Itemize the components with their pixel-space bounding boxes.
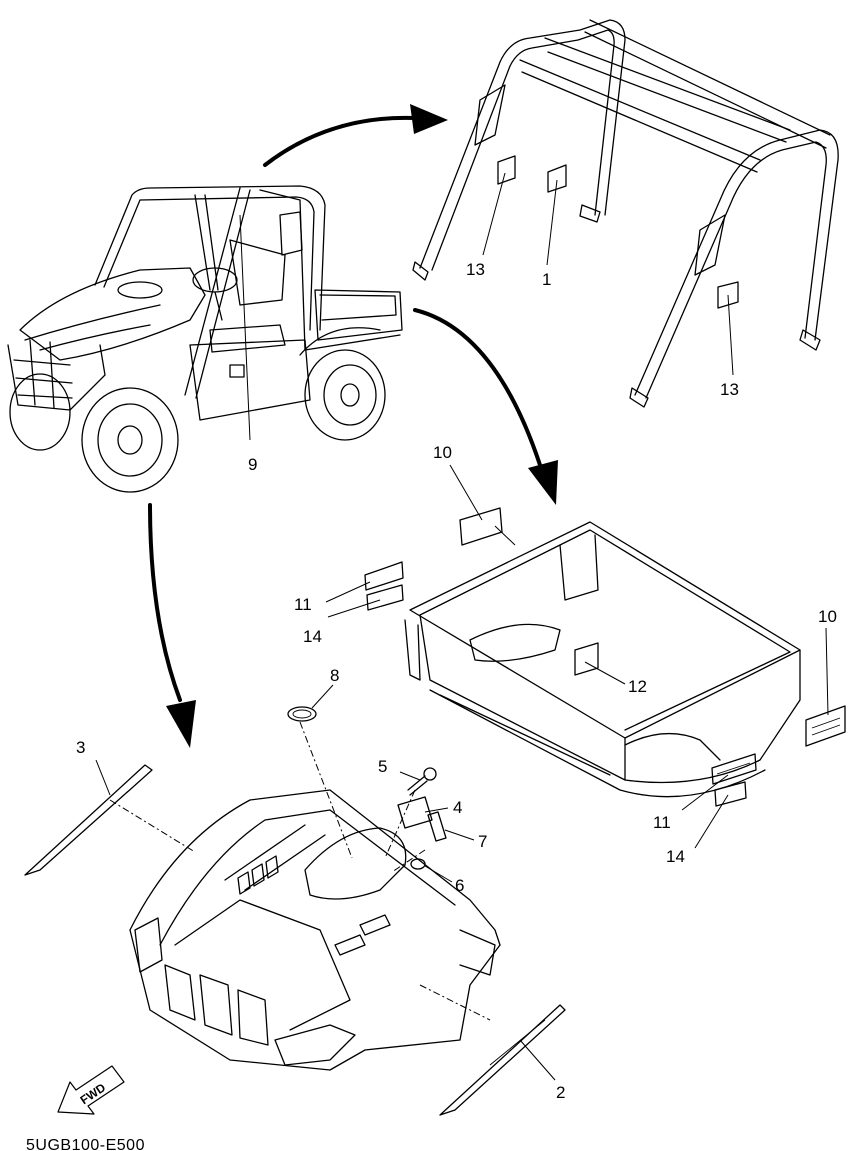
callout-label: 2 [556, 1083, 565, 1102]
callouts: 1 2 3 4 5 6 7 8 9 10 10 11 11 12 13 13 1… [76, 260, 837, 1102]
curved-arrow-icon [148, 503, 182, 702]
roll-cage-detail [412, 19, 839, 408]
curved-arrow-icon [263, 115, 417, 167]
callout-label: 13 [466, 260, 485, 279]
loose-parts [24, 706, 566, 1116]
drawing-code: 5UGB100-E500 [26, 1137, 145, 1151]
callout-label: 10 [818, 607, 837, 626]
flow-arrows [148, 104, 558, 748]
callout-label: 13 [720, 380, 739, 399]
curved-arrow-icon [413, 308, 542, 467]
callout-label: 8 [330, 666, 339, 685]
callout-label: 10 [433, 443, 452, 462]
alignment-lines [109, 721, 491, 1021]
fwd-arrow-icon: FWD [57, 1065, 125, 1115]
callout-label: 11 [294, 595, 312, 614]
callout-label: 3 [76, 738, 85, 757]
callout-label: 12 [628, 677, 647, 696]
callout-label: 11 [653, 813, 671, 832]
cargo-bed-detail [364, 507, 846, 807]
leader-lines [95, 172, 829, 1081]
callout-label: 5 [378, 757, 387, 776]
front-cowl-detail [129, 789, 501, 1071]
callout-label: 4 [453, 798, 462, 817]
callout-label: 7 [478, 832, 487, 851]
callout-label: 9 [248, 455, 257, 474]
vehicle-overview [7, 185, 403, 493]
callout-label: 1 [542, 270, 551, 289]
callout-label: 14 [303, 627, 322, 646]
callout-label: 14 [666, 847, 685, 866]
callout-label: 6 [455, 876, 464, 895]
